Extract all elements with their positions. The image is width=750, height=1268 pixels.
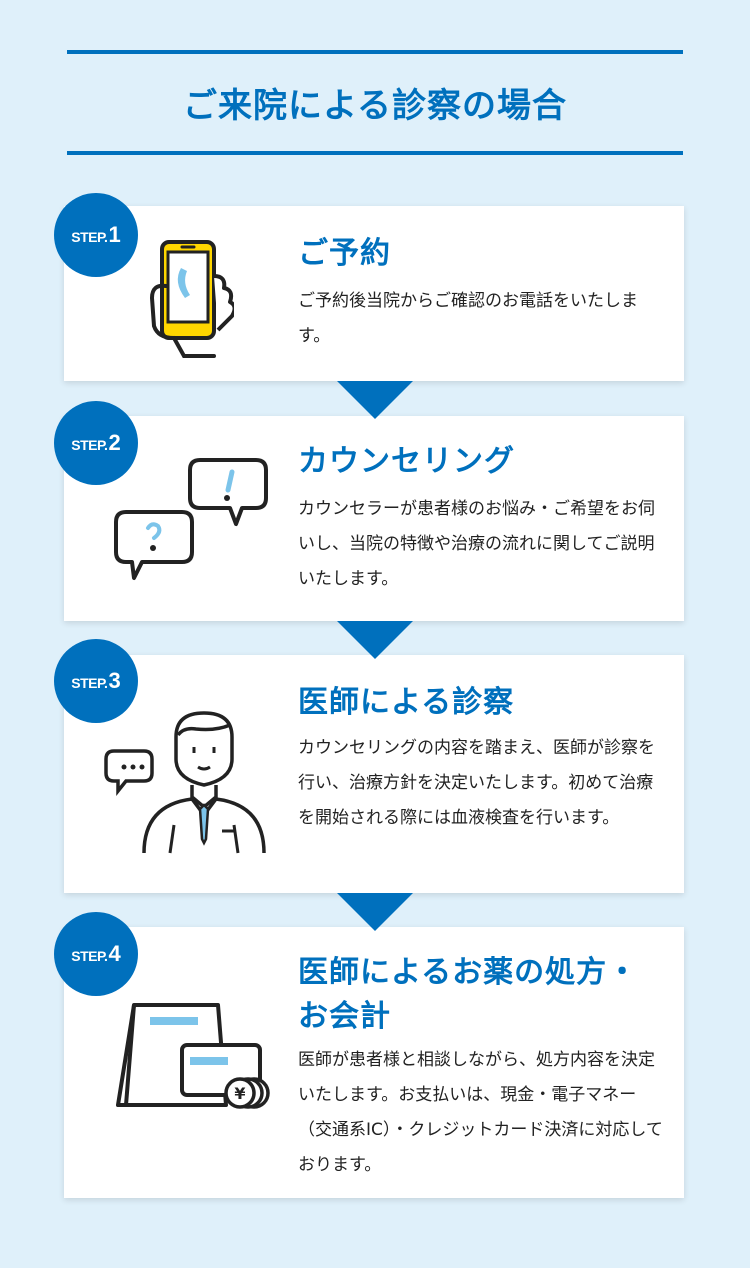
step-badge-prefix: STEP.: [71, 437, 108, 453]
step-arrow-1: [337, 381, 413, 419]
step-card-3: 医師による診察 カウンセリングの内容を踏まえ、医師が診察を行い、治療方針を決定い…: [64, 655, 684, 893]
step-text-2: カウンセラーが患者様のお悩み・ご希望をお伺いし、当院の特徴や治療の流れに関してご…: [298, 499, 655, 589]
step-card-2: カウンセリング カウンセラーが患者様のお悩み・ご希望をお伺いし、当院の特徴や治療…: [64, 416, 684, 621]
step-badge-prefix: STEP.: [71, 948, 108, 964]
step-badge-number: 4: [108, 941, 121, 966]
step-badge-number: 2: [108, 430, 121, 455]
step-card-4: ¥ 医師によるお薬の処方・お会計 医師が患者様と相談しながら、処方内容を決定いた…: [64, 927, 684, 1198]
doctor-icon: [104, 711, 266, 854]
step-badge-number: 3: [108, 668, 121, 693]
svg-text:¥: ¥: [234, 1084, 245, 1103]
payment-icon: ¥: [116, 1003, 270, 1109]
phone-icon: [149, 240, 234, 358]
step-badge-3: STEP.3: [54, 639, 138, 723]
speech-bubbles-icon: [114, 458, 268, 580]
title-rule-top: [67, 50, 683, 54]
page-title: ご来院による診察の場合: [183, 86, 567, 126]
step-badge-2: STEP.2: [54, 401, 138, 485]
step-text-1: ご予約後当院からご確認のお電話をいたします。: [298, 291, 638, 346]
step-badge-4: STEP.4: [54, 912, 138, 996]
step-text-3: カウンセリングの内容を踏まえ、医師が診察を行い、治療方針を決定いたします。初めて…: [298, 738, 655, 828]
step-arrow-2: [337, 621, 413, 659]
step-arrow-3: [337, 893, 413, 931]
title-rule-bottom: [67, 151, 683, 155]
step-badge-prefix: STEP.: [71, 229, 108, 245]
step-badge-number: 1: [108, 222, 121, 247]
step-title-1: ご予約: [298, 236, 391, 271]
step-text-4: 医師が患者様と相談しながら、処方内容を決定いたします。お支払いは、現金・電子マネ…: [298, 1050, 663, 1175]
step-title-2: カウンセリング: [298, 444, 515, 479]
step-title-4: 医師によるお薬の処方・お会計: [298, 955, 639, 1034]
step-card-1: ご予約 ご予約後当院からご確認のお電話をいたします。: [64, 206, 684, 381]
step-badge-1: STEP.1: [54, 193, 138, 277]
step-badge-prefix: STEP.: [71, 675, 108, 691]
step-title-3: 医師による診察: [298, 685, 515, 720]
